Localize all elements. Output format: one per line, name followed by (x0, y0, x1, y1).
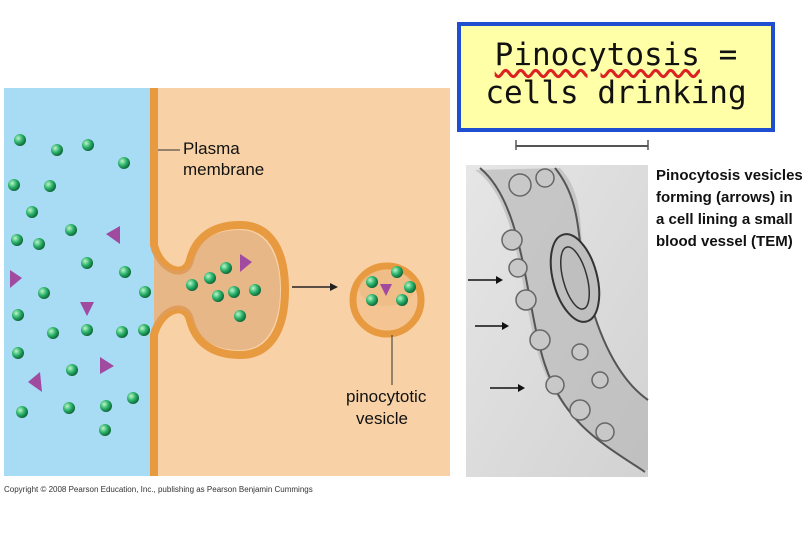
pinocytotic-vesicle-label-line1: pinocytotic (346, 386, 426, 408)
molecule (16, 406, 28, 418)
title-definition: cells drinking (461, 74, 771, 112)
molecule (100, 400, 112, 412)
molecule (26, 206, 38, 218)
molecule (12, 309, 24, 321)
molecule (204, 272, 216, 284)
molecule (12, 347, 24, 359)
plasma-membrane-label: Plasma membrane (183, 138, 264, 180)
molecule (220, 262, 232, 274)
title-term: Pinocytosis (495, 37, 700, 73)
molecule (396, 294, 408, 306)
molecule (44, 180, 56, 192)
molecule (404, 281, 416, 293)
molecule (391, 266, 403, 278)
plasma-membrane-label-line2: membrane (183, 159, 264, 180)
molecule (138, 324, 150, 336)
extracellular-fluid (4, 88, 154, 476)
title-line-1: Pinocytosis = (461, 36, 771, 74)
molecule (186, 279, 198, 291)
tem-micrograph (466, 140, 648, 477)
molecule (99, 424, 111, 436)
tem-caption-line1: Pinocytosis vesicles (656, 165, 810, 187)
copyright-text: Copyright © 2008 Pearson Education, Inc.… (4, 485, 313, 494)
molecule (33, 238, 45, 250)
molecule (81, 324, 93, 336)
molecule (63, 402, 75, 414)
tem-caption-line3: a cell lining a small (656, 209, 810, 231)
molecule (212, 290, 224, 302)
molecule (249, 284, 261, 296)
title-equals: = (700, 37, 737, 73)
molecule (14, 134, 26, 146)
molecule (38, 287, 50, 299)
pinocytotic-vesicle-label: pinocytotic vesicle (346, 386, 426, 430)
pinocytotic-vesicle-label-line2: vesicle (346, 408, 426, 430)
molecule (119, 266, 131, 278)
molecule (82, 139, 94, 151)
title-box: Pinocytosis = cells drinking (457, 22, 775, 132)
molecule (127, 392, 139, 404)
molecule (65, 224, 77, 236)
molecule (139, 286, 151, 298)
molecule (234, 310, 246, 322)
molecule (47, 327, 59, 339)
molecule (366, 276, 378, 288)
molecule (366, 294, 378, 306)
molecule (81, 257, 93, 269)
molecule (51, 144, 63, 156)
molecule (228, 286, 240, 298)
molecule (66, 364, 78, 376)
tem-caption-line4: blood vessel (TEM) (656, 231, 810, 253)
plasma-membrane-label-line1: Plasma (183, 138, 264, 159)
molecule (116, 326, 128, 338)
tem-caption-line2: forming (arrows) in (656, 187, 810, 209)
molecule (11, 234, 23, 246)
molecule (8, 179, 20, 191)
tem-caption: Pinocytosis vesicles forming (arrows) in… (656, 165, 810, 253)
molecule (118, 157, 130, 169)
